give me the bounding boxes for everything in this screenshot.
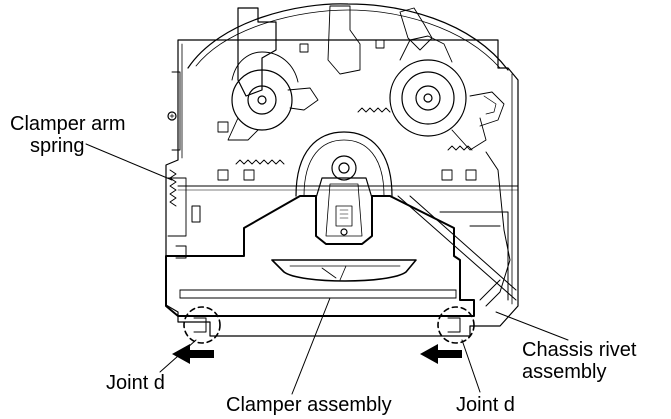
label-joint-d-right: Joint d [456, 394, 515, 416]
left-gear [227, 51, 319, 141]
joint-d-right-marker [437, 306, 475, 344]
direction-arrows [172, 344, 462, 364]
leader-joint-right [461, 339, 481, 393]
leader-arm-spring [85, 143, 173, 181]
right-gear [389, 35, 505, 151]
label-joint-d-left: Joint d [106, 372, 165, 394]
arrow-right-side-icon [420, 344, 462, 364]
top-arc-frame [187, 3, 509, 97]
chassis-frame [165, 39, 519, 337]
label-chassis-rivet-assembly: Chassis rivet assembly [522, 339, 636, 383]
label-chassis-rivet-line2: assembly [522, 361, 607, 383]
label-clamper-arm-spring: Clamper arm spring [10, 113, 126, 157]
label-clamper-arm-spring-line1: Clamper arm [10, 113, 126, 135]
leader-clamper [291, 297, 331, 395]
clamper-arm-spring [169, 169, 201, 259]
clamper-disc [295, 131, 393, 197]
label-clamper-arm-spring-line2: spring [30, 135, 85, 157]
joint-d-left-marker [183, 306, 221, 344]
label-chassis-rivet-line1: Chassis rivet [522, 339, 637, 361]
label-clamper-assembly: Clamper assembly [226, 394, 392, 416]
leader-joint-left [159, 339, 197, 373]
right-frame-structure [397, 151, 517, 307]
leader-chassis [495, 311, 569, 341]
clamper-plate [165, 195, 475, 317]
arrow-left-icon [172, 344, 214, 364]
leader-lines [85, 143, 569, 395]
springs [235, 107, 473, 165]
frame-tabs [217, 39, 477, 181]
clamper-arm [315, 177, 373, 245]
